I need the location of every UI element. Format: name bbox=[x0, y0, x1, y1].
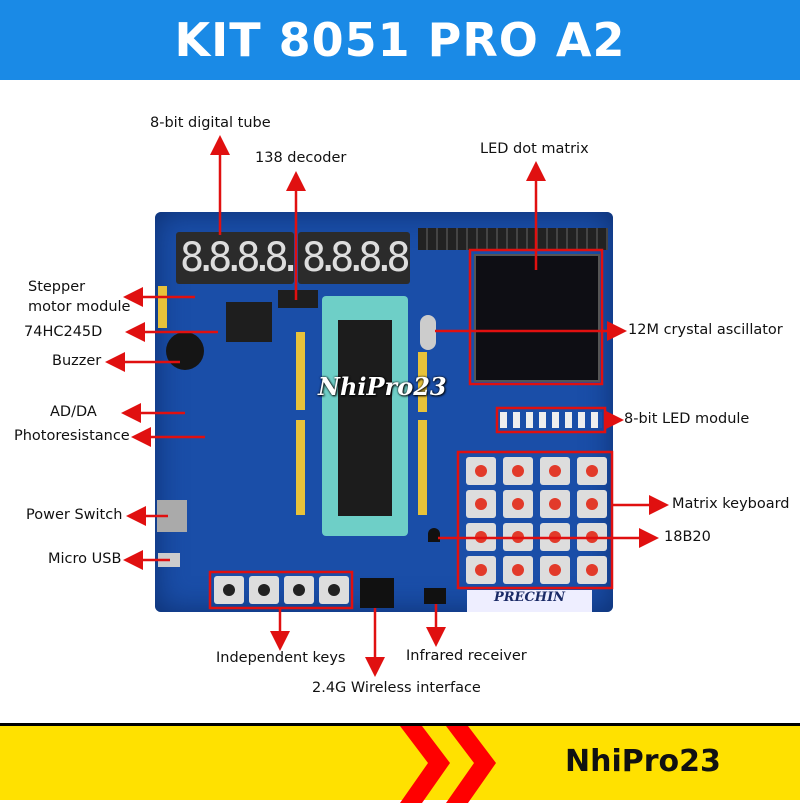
pin-header bbox=[158, 286, 167, 328]
chevron-icon bbox=[400, 726, 496, 803]
label-independent-keys: Independent keys bbox=[216, 650, 346, 666]
label-stepper: Stepper bbox=[28, 279, 86, 295]
label-micro-usb: Micro USB bbox=[48, 551, 122, 567]
label-power-switch: Power Switch bbox=[26, 507, 123, 523]
matrix-key[interactable] bbox=[503, 556, 533, 584]
digital-tube-left: 8.8.8.8. bbox=[176, 232, 294, 284]
pin-header bbox=[296, 332, 305, 410]
label-stepper-2: motor module bbox=[28, 299, 131, 315]
decoder-chip bbox=[278, 290, 318, 308]
independent-key[interactable] bbox=[214, 576, 244, 604]
pin-header bbox=[418, 420, 427, 515]
footer-brand: NhiPro23 bbox=[565, 744, 721, 779]
ds18b20-sensor bbox=[428, 528, 440, 542]
buzzer bbox=[166, 332, 204, 370]
pin-header bbox=[296, 420, 305, 515]
highlight-independent-keys bbox=[208, 570, 354, 610]
title-banner: KIT 8051 PRO A2 bbox=[0, 0, 800, 80]
matrix-key[interactable] bbox=[466, 457, 496, 485]
highlight-led-matrix bbox=[468, 248, 604, 386]
label-hc245: 74HC245D bbox=[24, 324, 103, 340]
matrix-key[interactable] bbox=[466, 490, 496, 518]
highlight-led-module bbox=[495, 406, 607, 434]
label-digital-tube: 8-bit digital tube bbox=[150, 115, 271, 131]
label-18b20: 18B20 bbox=[664, 529, 711, 545]
matrix-key[interactable] bbox=[577, 457, 607, 485]
pin-header bbox=[418, 352, 427, 412]
mcu-chip bbox=[338, 320, 392, 516]
watermark: NhiPro23 bbox=[318, 372, 447, 401]
independent-key[interactable] bbox=[249, 576, 279, 604]
digital-tube-right: 8.8.8.8. bbox=[298, 232, 410, 284]
label-decoder: 138 decoder bbox=[255, 150, 347, 166]
footer-banner: NhiPro23 bbox=[0, 723, 800, 803]
independent-key[interactable] bbox=[319, 576, 349, 604]
label-photoresistance: Photoresistance bbox=[14, 428, 130, 444]
label-matrix-keyboard: Matrix keyboard bbox=[672, 496, 790, 512]
led-dot-matrix bbox=[474, 254, 600, 382]
matrix-key[interactable] bbox=[466, 556, 496, 584]
wireless-header bbox=[360, 578, 394, 608]
matrix-key[interactable] bbox=[540, 457, 570, 485]
hc245-chip bbox=[226, 302, 272, 342]
board-brand: PRECHIN bbox=[467, 590, 592, 612]
label-wireless: 2.4G Wireless interface bbox=[312, 680, 481, 696]
label-buzzer: Buzzer bbox=[52, 353, 102, 369]
matrix-key[interactable] bbox=[503, 490, 533, 518]
matrix-key[interactable] bbox=[540, 490, 570, 518]
ir-receiver bbox=[424, 588, 446, 604]
lcd-header bbox=[418, 228, 608, 250]
label-infrared: Infrared receiver bbox=[406, 648, 527, 664]
crystal bbox=[420, 315, 436, 350]
page-title: KIT 8051 PRO A2 bbox=[174, 13, 626, 67]
matrix-key[interactable] bbox=[540, 556, 570, 584]
highlight-matrix-keys bbox=[456, 450, 614, 590]
matrix-key[interactable] bbox=[503, 457, 533, 485]
led-row bbox=[500, 412, 602, 428]
matrix-key[interactable] bbox=[577, 490, 607, 518]
label-crystal: 12M crystal ascillator bbox=[628, 322, 783, 338]
independent-key[interactable] bbox=[284, 576, 314, 604]
label-led-module: 8-bit LED module bbox=[624, 411, 750, 427]
label-led-dot-matrix: LED dot matrix bbox=[480, 141, 589, 157]
label-adda: AD/DA bbox=[50, 404, 97, 420]
matrix-key[interactable] bbox=[577, 556, 607, 584]
